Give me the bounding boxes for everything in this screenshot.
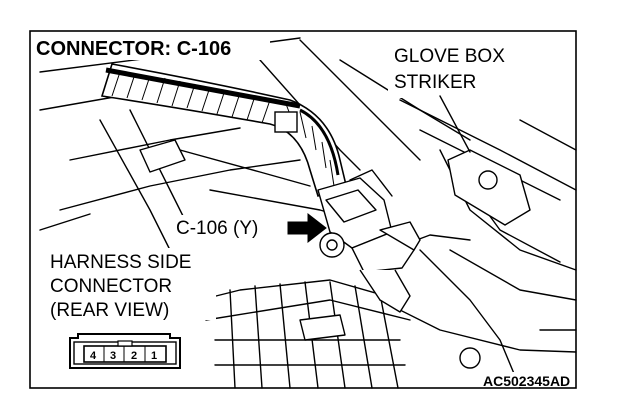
diagram-title: CONNECTOR: C-106 [36, 38, 231, 60]
pin-3: 3 [110, 350, 116, 362]
harness-label-line-3: (REAR VIEW) [50, 300, 169, 321]
pin-4: 4 [90, 350, 97, 362]
harness-label-line-2: CONNECTOR [50, 276, 172, 297]
connector-pointer-arrow [287, 212, 327, 244]
glove-box-label-line-2: STRIKER [394, 72, 476, 93]
connector-callout-label: C-106 (Y) [176, 218, 258, 239]
glove-box-leader-line [439, 95, 471, 153]
pin-1: 1 [151, 350, 157, 362]
harness-label-line-1: HARNESS SIDE [50, 252, 191, 273]
harness-side-label: HARNESS SIDE CONNECTOR (REAR VIEW) [50, 252, 197, 321]
figure-code: AC502345AD [483, 373, 570, 389]
connector-c106 [317, 169, 421, 313]
glove-box-label-line-1: GLOVE BOX [394, 46, 505, 67]
connector-face-rear-view: 4 3 2 1 [60, 332, 186, 372]
glove-box-label: GLOVE BOX STRIKER [394, 46, 510, 93]
pin-2: 2 [131, 350, 137, 362]
